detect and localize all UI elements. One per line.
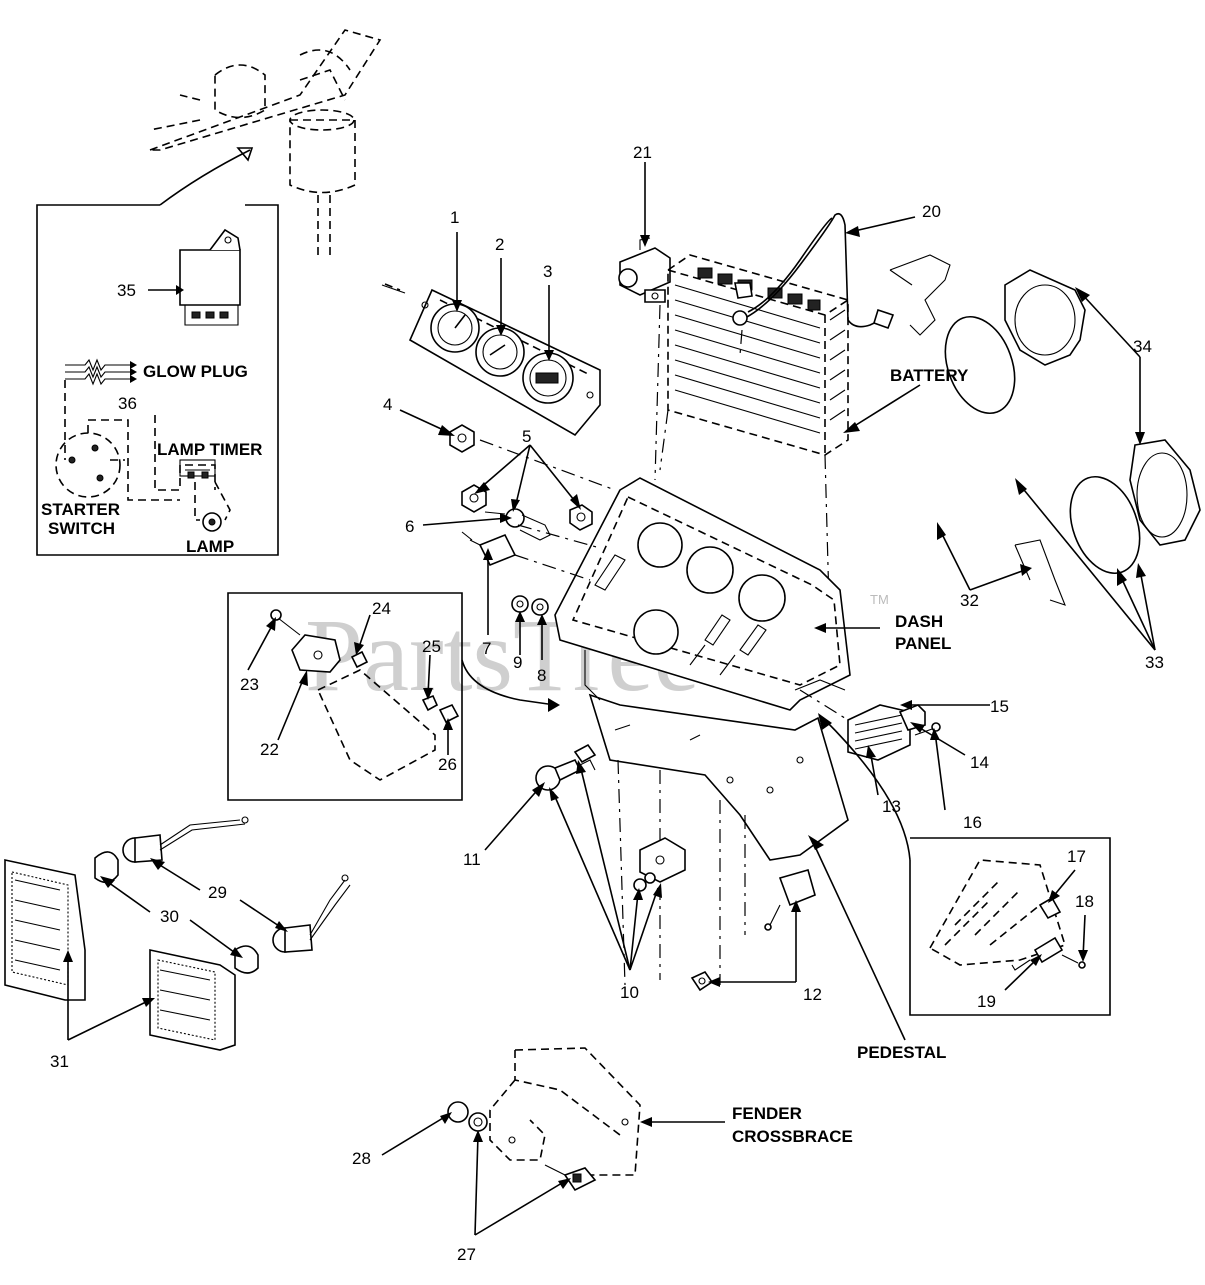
leader-lines — [63, 162, 1156, 1236]
wiring-inset — [36, 147, 279, 556]
label-dash: DASH — [895, 612, 943, 631]
lamp-housings — [889, 254, 1201, 606]
callout-13: 13 — [882, 797, 901, 816]
label-panel: PANEL — [895, 634, 951, 653]
steering-assembly-drawing — [149, 29, 382, 255]
starter-switch-part-10 — [573, 743, 686, 892]
callout-31: 31 — [50, 1052, 69, 1071]
label-lamp: LAMP — [186, 537, 234, 556]
trademark: TM — [870, 592, 889, 607]
inset-box-22-26 — [227, 592, 560, 801]
headlight-assembly — [4, 816, 351, 1051]
label-lamp-timer: LAMP TIMER — [157, 440, 262, 459]
callout-7: 7 — [482, 639, 491, 658]
callout-6: 6 — [405, 517, 414, 536]
callout-1: 1 — [450, 208, 459, 227]
ignition-key-part-11 — [535, 758, 596, 791]
callout-4: 4 — [383, 395, 392, 414]
callout-3: 3 — [543, 262, 552, 281]
callout-30: 30 — [160, 907, 179, 926]
callout-2: 2 — [495, 235, 504, 254]
callout-9: 9 — [513, 653, 522, 672]
starter-solenoid-part-21 — [618, 237, 671, 481]
callout-27: 27 — [457, 1245, 476, 1264]
callout-22: 22 — [260, 740, 279, 759]
callout-numbers: 1 2 3 4 5 6 7 8 9 10 11 12 13 14 15 16 1… — [50, 143, 1164, 1264]
callout-23: 23 — [240, 675, 259, 694]
callout-28: 28 — [352, 1149, 371, 1168]
label-glow-plug: GLOW PLUG — [143, 362, 248, 381]
callout-14: 14 — [970, 753, 989, 772]
callout-33: 33 — [1145, 653, 1164, 672]
inset-box-17-19 — [818, 713, 1111, 1016]
label-fender: FENDER — [732, 1104, 802, 1123]
callout-12: 12 — [803, 985, 822, 1004]
callout-35: 35 — [117, 281, 136, 300]
callout-18: 18 — [1075, 892, 1094, 911]
callout-16: 16 — [963, 813, 982, 832]
callout-24: 24 — [372, 599, 391, 618]
callout-8: 8 — [537, 666, 546, 685]
callout-10: 10 — [620, 983, 639, 1002]
callout-15: 15 — [990, 697, 1009, 716]
regulator-part-13 — [799, 689, 990, 761]
callout-19: 19 — [977, 992, 996, 1011]
callout-17: 17 — [1067, 847, 1086, 866]
battery-drawing — [659, 254, 849, 641]
light-switch-part-12 — [690, 869, 816, 992]
callout-11: 11 — [463, 850, 481, 869]
callout-36: 36 — [118, 394, 137, 413]
label-battery: BATTERY — [890, 366, 969, 385]
battery-cable-part-20 — [732, 212, 895, 356]
callout-21: 21 — [633, 143, 652, 162]
label-pedestal: PEDESTAL — [857, 1043, 946, 1062]
fender-crossbrace-drawing — [447, 1047, 641, 1192]
callout-25: 25 — [422, 637, 441, 656]
callout-26: 26 — [438, 755, 457, 774]
callout-34: 34 — [1133, 337, 1152, 356]
label-crossbrace: CROSSBRACE — [732, 1127, 853, 1146]
callout-29: 29 — [208, 883, 227, 902]
label-starter: STARTER — [41, 500, 120, 519]
callout-20: 20 — [922, 202, 941, 221]
gauge-cluster — [381, 283, 601, 437]
section-labels: BATTERY DASH PANEL PEDESTAL FENDER CROSS… — [41, 362, 969, 1146]
dash-panel-drawing — [554, 477, 851, 986]
callout-5: 5 — [522, 427, 531, 446]
label-switch: SWITCH — [48, 519, 115, 538]
callout-32: 32 — [960, 591, 979, 610]
